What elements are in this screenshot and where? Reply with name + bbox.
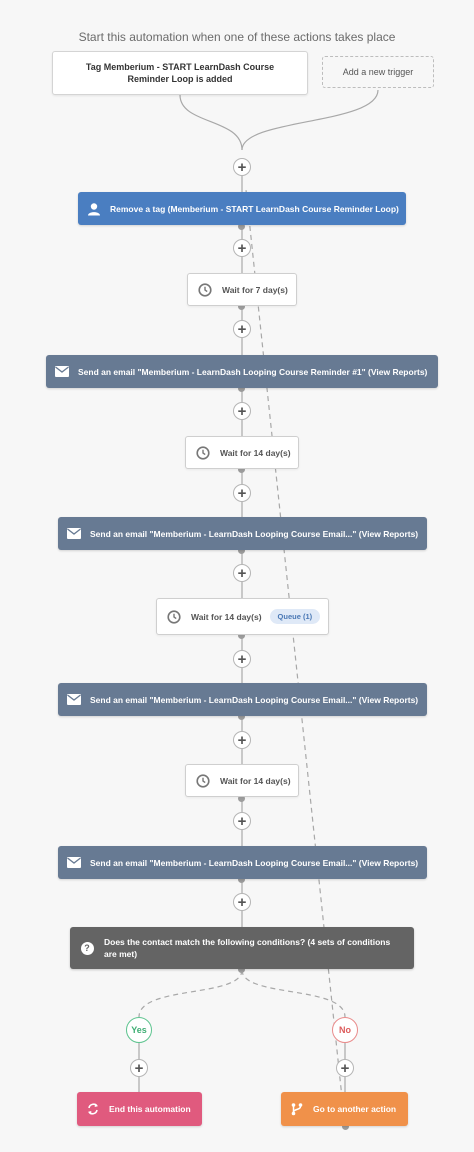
- send-email-label: Send an email "Memberium - LearnDash Loo…: [90, 694, 419, 705]
- wait-label: Wait for 14 day(s): [220, 775, 291, 786]
- envelope-icon: [58, 857, 90, 868]
- plus-icon: +: [237, 812, 247, 830]
- add-step-button[interactable]: +: [233, 650, 251, 668]
- plus-icon: +: [134, 1059, 144, 1077]
- add-step-button[interactable]: +: [233, 893, 251, 911]
- remove-tag-step[interactable]: Remove a tag (Memberium - START LearnDas…: [78, 192, 406, 225]
- add-step-button[interactable]: +: [233, 402, 251, 420]
- wait-step[interactable]: Wait for 14 day(s): [185, 436, 299, 469]
- plus-icon: +: [237, 402, 247, 420]
- wait-step[interactable]: Wait for 14 day(s): [185, 764, 299, 797]
- add-trigger-button[interactable]: Add a new trigger: [322, 56, 434, 88]
- clock-icon: [186, 445, 220, 460]
- clock-icon: [188, 282, 222, 297]
- connector-dot: [238, 466, 245, 473]
- plus-icon: +: [237, 731, 247, 749]
- plus-icon: +: [237, 484, 247, 502]
- connector-dot: [238, 795, 245, 802]
- connector-dot: [238, 713, 245, 720]
- envelope-icon: [46, 366, 78, 377]
- connector-dot: [238, 876, 245, 883]
- go-to-action-step[interactable]: Go to another action: [281, 1092, 408, 1126]
- trigger-section-heading: Start this automation when one of these …: [78, 30, 396, 44]
- plus-icon: +: [237, 239, 247, 257]
- add-step-button[interactable]: +: [233, 158, 251, 176]
- plus-icon: +: [237, 320, 247, 338]
- wait-step[interactable]: Wait for 7 day(s): [187, 273, 297, 306]
- question-icon: ?: [70, 941, 104, 955]
- trigger-label: Tag Memberium - START LearnDash Course R…: [85, 62, 275, 84]
- queue-badge[interactable]: Queue (1): [269, 609, 321, 624]
- add-trigger-connector: [241, 89, 379, 151]
- send-email-label: Send an email "Memberium - LearnDash Loo…: [90, 857, 419, 868]
- add-trigger-label: Add a new trigger: [342, 67, 414, 77]
- add-step-button-yes[interactable]: +: [130, 1059, 148, 1077]
- trigger-card[interactable]: Tag Memberium - START LearnDash Course R…: [52, 51, 308, 95]
- connector-dot: [238, 385, 245, 392]
- send-email-label: Send an email "Memberium - LearnDash Loo…: [78, 366, 428, 377]
- no-branch-connector: [241, 969, 346, 1018]
- envelope-icon: [58, 694, 90, 705]
- send-email-label: Send an email "Memberium - LearnDash Loo…: [90, 528, 419, 539]
- envelope-icon: [58, 528, 90, 539]
- add-step-button-no[interactable]: +: [336, 1059, 354, 1077]
- wait-step[interactable]: Wait for 14 day(s) Queue (1): [156, 598, 329, 635]
- plus-icon: +: [237, 650, 247, 668]
- yes-branch-badge[interactable]: Yes: [126, 1017, 152, 1043]
- add-step-button[interactable]: +: [233, 812, 251, 830]
- user-icon: [78, 202, 110, 216]
- plus-icon: +: [237, 158, 247, 176]
- add-step-button[interactable]: +: [233, 564, 251, 582]
- end-automation-step[interactable]: End this automation: [77, 1092, 202, 1126]
- wait-label: Wait for 7 day(s): [222, 284, 288, 295]
- clock-icon: [157, 609, 191, 624]
- go-to-action-label: Go to another action: [313, 1104, 397, 1114]
- send-email-step[interactable]: Send an email "Memberium - LearnDash Loo…: [58, 683, 427, 716]
- remove-tag-label: Remove a tag (Memberium - START LearnDas…: [110, 203, 399, 214]
- connector-dot: [238, 223, 245, 230]
- connector-dot: [238, 547, 245, 554]
- wait-label: Wait for 14 day(s): [220, 447, 291, 458]
- send-email-step[interactable]: Send an email "Memberium - LearnDash Loo…: [58, 846, 427, 879]
- add-step-button[interactable]: +: [233, 239, 251, 257]
- trigger-connector: [179, 94, 243, 151]
- clock-icon: [186, 773, 220, 788]
- goto-loop-connector: [245, 189, 346, 1127]
- plus-icon: +: [340, 1059, 350, 1077]
- connector-dot: [342, 1123, 349, 1130]
- connector-dot: [238, 632, 245, 639]
- add-step-button[interactable]: +: [233, 484, 251, 502]
- end-automation-label: End this automation: [109, 1104, 191, 1114]
- no-branch-badge[interactable]: No: [332, 1017, 358, 1043]
- plus-icon: +: [237, 564, 247, 582]
- plus-icon: +: [237, 893, 247, 911]
- end-cycle-icon: [77, 1102, 109, 1116]
- send-email-step[interactable]: Send an email "Memberium - LearnDash Loo…: [46, 355, 438, 388]
- send-email-step[interactable]: Send an email "Memberium - LearnDash Loo…: [58, 517, 427, 550]
- add-step-button[interactable]: +: [233, 320, 251, 338]
- add-step-button[interactable]: +: [233, 731, 251, 749]
- wait-label: Wait for 14 day(s): [191, 611, 262, 622]
- connector-dot: [238, 966, 245, 973]
- condition-label: Does the contact match the following con…: [104, 937, 391, 959]
- condition-step[interactable]: ? Does the contact match the following c…: [70, 927, 414, 969]
- yes-branch-connector: [138, 969, 243, 1018]
- connector-dot: [238, 303, 245, 310]
- branch-icon: [281, 1102, 313, 1116]
